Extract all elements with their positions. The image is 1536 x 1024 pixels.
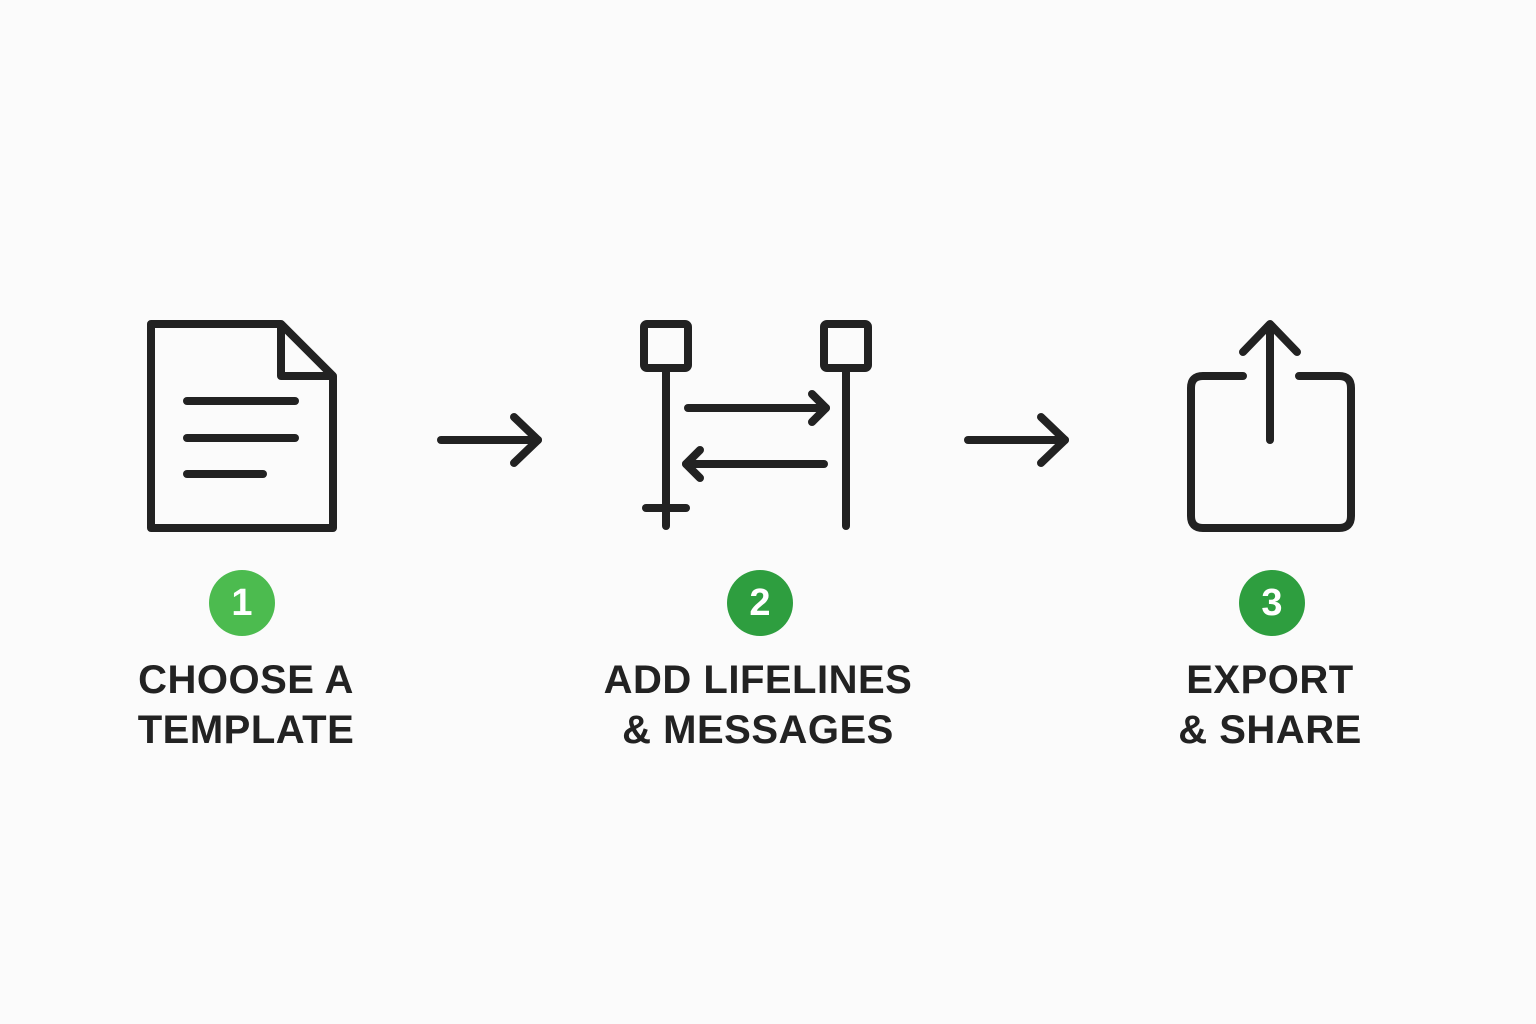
step-label-line: & SHARE (1178, 708, 1362, 752)
share-export-icon (1183, 316, 1359, 536)
step-label-line: & MESSAGES (622, 708, 894, 752)
right-arrow-icon (963, 412, 1073, 468)
right-arrow-icon (436, 412, 546, 468)
step-label: ADD LIFELINES & MESSAGES (568, 655, 948, 755)
step-number-badge: 3 (1239, 570, 1305, 636)
step-label-line: ADD LIFELINES (603, 658, 913, 702)
step-label-line: TEMPLATE (137, 708, 355, 752)
step-label: CHOOSE A TEMPLATE (56, 655, 436, 755)
step-label-line: EXPORT (1186, 658, 1354, 702)
document-icon (145, 318, 341, 536)
step-number-badge: 1 (209, 570, 275, 636)
step-label-line: CHOOSE A (138, 658, 354, 702)
step-label: EXPORT & SHARE (1080, 655, 1460, 755)
step-number-badge: 2 (727, 570, 793, 636)
sequence-diagram-icon (636, 316, 876, 536)
